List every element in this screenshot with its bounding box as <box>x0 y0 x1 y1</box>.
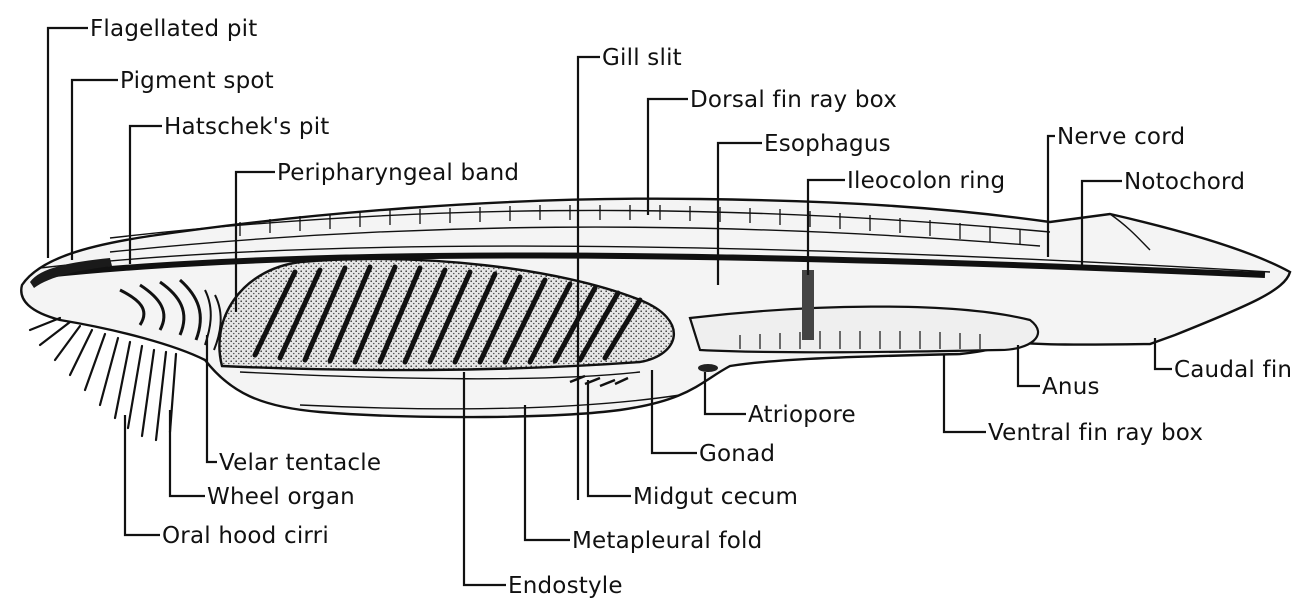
atriopore-shape <box>698 364 718 372</box>
label-velar-tentacle: Velar tentacle <box>219 450 381 476</box>
ileocolon-ring-shape <box>802 270 814 340</box>
label-ventral-fin-ray-box: Ventral fin ray box <box>988 420 1203 446</box>
amphioxus-body <box>21 199 1290 440</box>
label-metapleural-fold: Metapleural fold <box>572 528 762 554</box>
label-hatscheks-pit: Hatschek's pit <box>164 114 330 140</box>
label-endostyle: Endostyle <box>508 573 623 599</box>
label-dorsal-fin-ray-box: Dorsal fin ray box <box>690 87 897 113</box>
label-anus: Anus <box>1042 374 1100 400</box>
label-gonad: Gonad <box>699 441 775 467</box>
intestine <box>690 307 1038 353</box>
label-esophagus: Esophagus <box>764 131 891 157</box>
label-nerve-cord: Nerve cord <box>1057 124 1185 150</box>
label-oral-hood-cirri: Oral hood cirri <box>162 523 329 549</box>
label-ileocolon-ring: Ileocolon ring <box>847 168 1005 194</box>
label-caudal-fin: Caudal fin <box>1174 357 1292 383</box>
label-midgut-cecum: Midgut cecum <box>633 484 798 510</box>
label-peripharyngeal-band: Peripharyngeal band <box>277 160 519 186</box>
label-wheel-organ: Wheel organ <box>207 484 355 510</box>
label-flagellated-pit: Flagellated pit <box>90 16 257 42</box>
label-atriopore: Atriopore <box>748 402 856 428</box>
label-gill-slit: Gill slit <box>602 45 682 71</box>
label-notochord: Notochord <box>1124 169 1245 195</box>
label-pigment-spot: Pigment spot <box>120 68 274 94</box>
